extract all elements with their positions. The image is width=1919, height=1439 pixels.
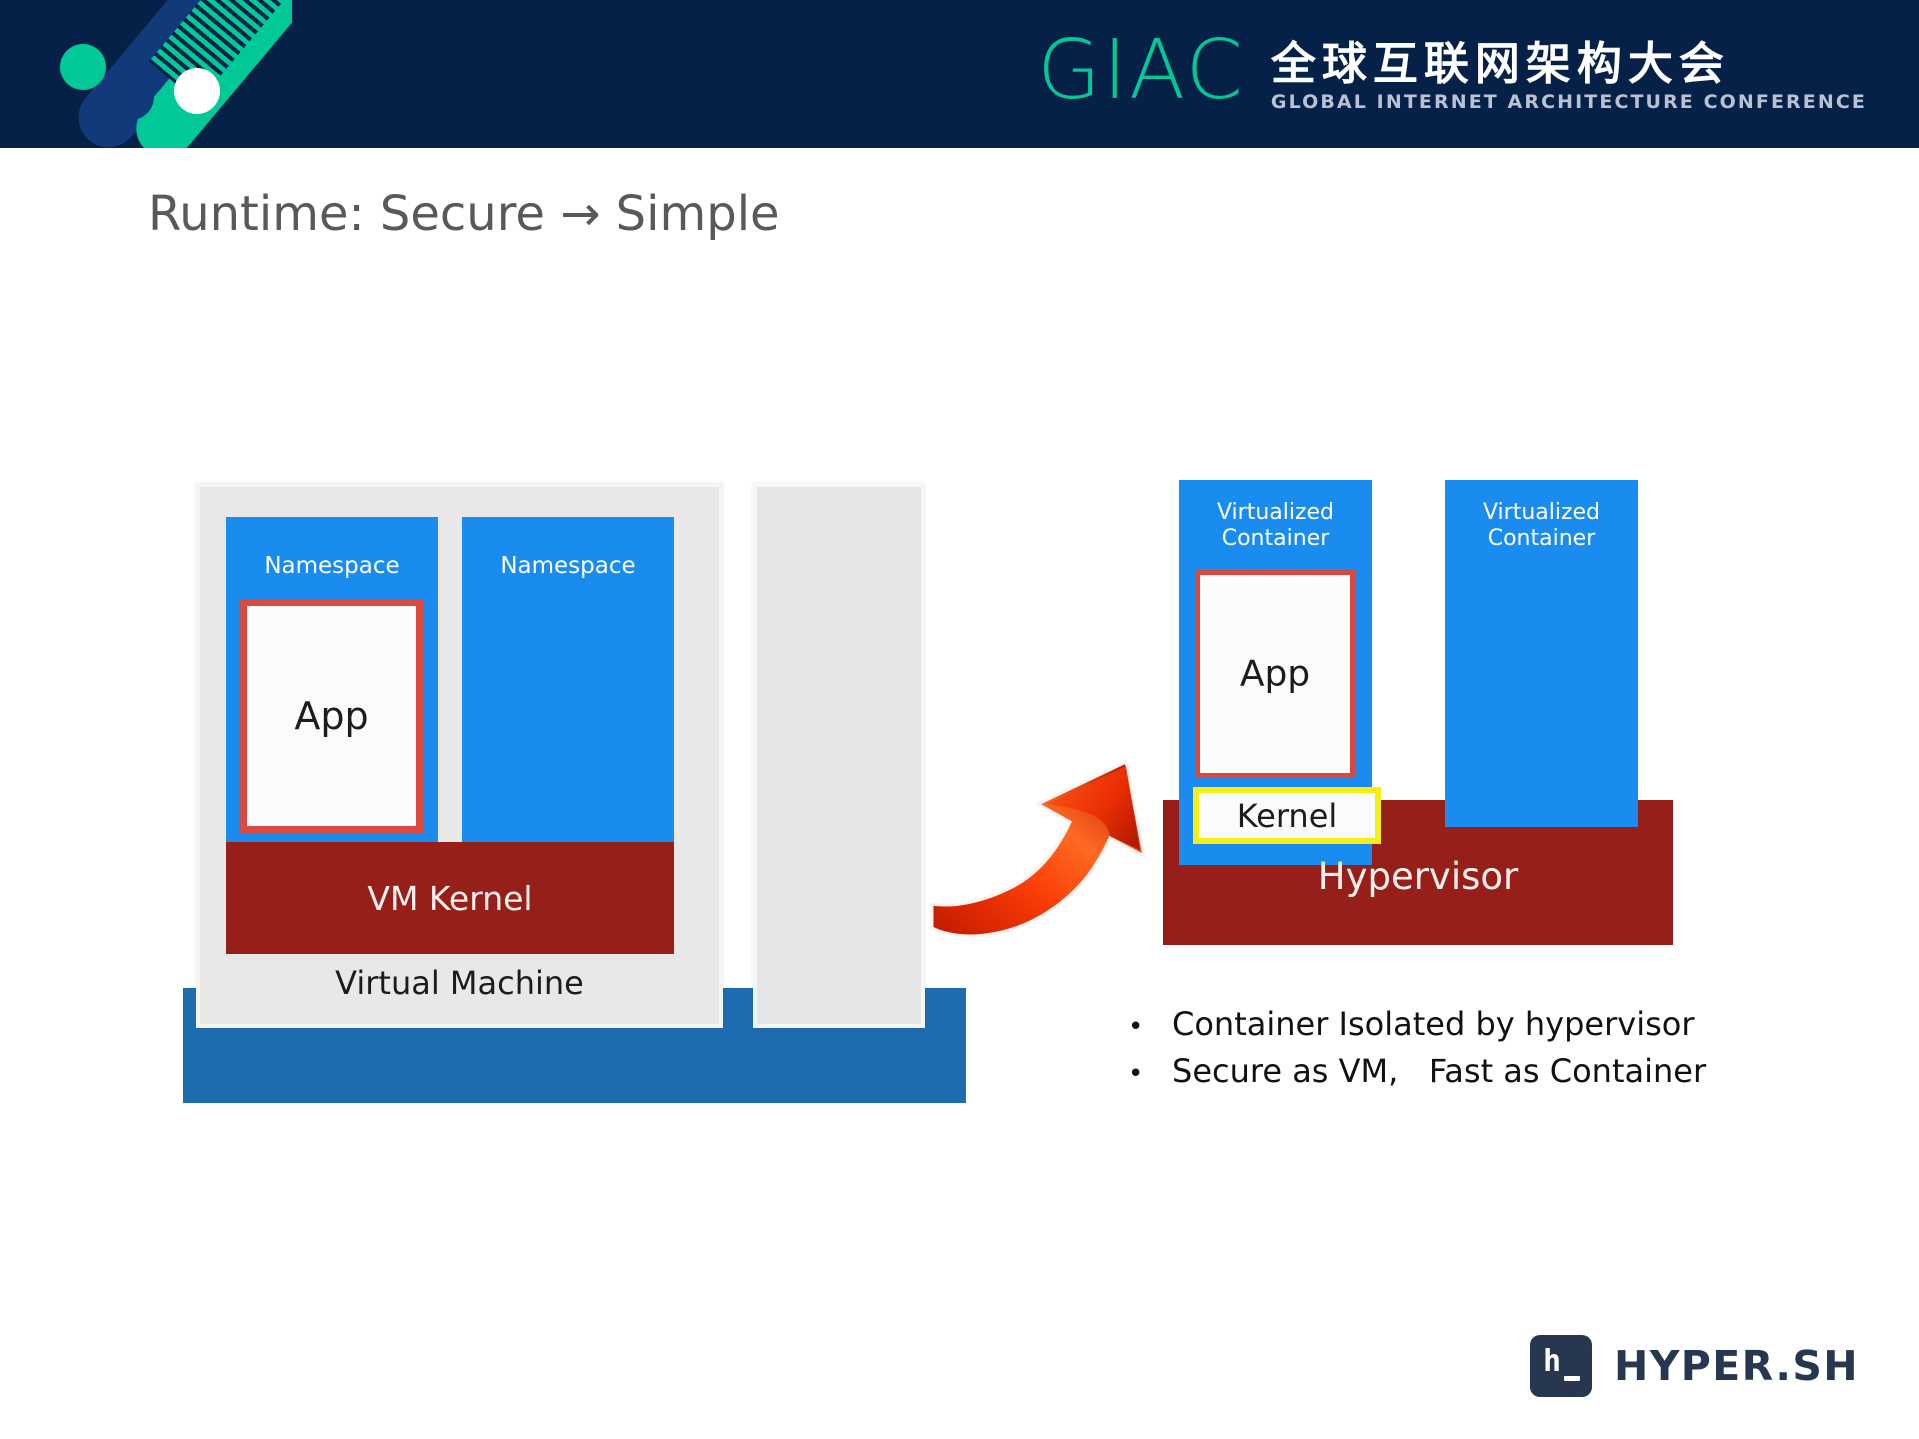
vm-kernel-band: VM Kernel — [226, 842, 674, 954]
giac-wordmark: GIAC — [1037, 23, 1245, 118]
virtualized-container-label-2: Virtualized Container — [1445, 500, 1638, 551]
hyper-badge-glyph: h — [1542, 1344, 1562, 1379]
vc-label-2-line1: Virtualized — [1482, 500, 1601, 525]
logo-dot-white — [174, 68, 220, 114]
logo-dot-teal — [60, 44, 106, 90]
namespace-column-1: Namespace App — [226, 517, 438, 904]
transition-arrow — [930, 752, 1190, 942]
giac-conference-name-block: 全球互联网架构大会 GLOBAL INTERNET ARCHITECTURE C… — [1271, 37, 1867, 112]
vc-label-1-line2: Container — [1221, 525, 1330, 551]
bullet-list: • Container Isolated by hypervisor • Sec… — [1128, 1005, 1828, 1099]
kernel-label: Kernel — [1236, 796, 1338, 835]
page-title: Runtime: Secure → Simple — [148, 186, 780, 242]
bullet-text-2: Secure as VM, Fast as Container — [1172, 1052, 1707, 1090]
giac-diagonal-bars-logo-icon — [52, 0, 292, 148]
hyper-badge-cursor — [1563, 1376, 1580, 1381]
hyper-sh-wordmark: HYPER.SH — [1613, 1341, 1859, 1390]
bullet-marker-icon: • — [1128, 1012, 1144, 1042]
app-box-1: App — [240, 599, 423, 833]
virtual-machine-label: Virtual Machine — [335, 964, 584, 1002]
virtualized-container-1: Virtualized Container App Kernel — [1179, 480, 1381, 865]
vc-label-2-line2: Container — [1487, 525, 1596, 551]
app-label-virtualized: App — [1239, 653, 1311, 695]
giac-wordmark-group: GIAC 全球互联网架构大会 GLOBAL INTERNET ARCHITECT… — [1037, 0, 1867, 148]
app-box-virtualized: App — [1195, 570, 1355, 778]
virtualized-container-2: Virtualized Container — [1445, 480, 1638, 827]
hypervisor-label: Hypervisor — [1317, 855, 1519, 898]
app-label-1: App — [294, 694, 369, 738]
vm-kernel-label: VM Kernel — [367, 878, 533, 918]
bullet-marker-icon: • — [1128, 1059, 1144, 1089]
hypervisor-diagram: Virtualized Container Virtualized Contai… — [1163, 480, 1673, 950]
hyper-sh-logo: h HYPER.SH — [1529, 1335, 1859, 1397]
kernel-box-highlighted: Kernel — [1193, 787, 1381, 844]
list-item: • Container Isolated by hypervisor — [1128, 1005, 1828, 1043]
virtual-machine-panel-secondary — [753, 483, 925, 1028]
logo-dot-navy — [108, 74, 154, 120]
namespace-label-2: Namespace — [500, 553, 636, 579]
vc-label-1-line1: Virtualized — [1216, 500, 1335, 525]
giac-conference-name-en: GLOBAL INTERNET ARCHITECTURE CONFERENCE — [1270, 90, 1867, 113]
giac-conference-name-cn: 全球互联网架构大会 — [1270, 36, 1730, 90]
virtual-machine-panel: Namespace App Namespace VM Kernel Virtua… — [196, 483, 723, 1028]
virtualized-container-label-1: Virtualized Container — [1179, 500, 1372, 551]
bullet-text-1: Container Isolated by hypervisor — [1172, 1005, 1695, 1043]
hyper-sh-terminal-badge-icon: h — [1529, 1335, 1592, 1397]
slide-header-bar: GIAC 全球互联网架构大会 GLOBAL INTERNET ARCHITECT… — [0, 0, 1919, 148]
namespace-label-1: Namespace — [264, 553, 400, 579]
virtual-machine-diagram: Namespace App Namespace VM Kernel Virtua… — [183, 483, 966, 1123]
curved-arrow-up-right-icon — [930, 759, 1147, 938]
namespace-column-2: Namespace — [462, 517, 674, 904]
list-item: • Secure as VM, Fast as Container — [1128, 1052, 1828, 1090]
